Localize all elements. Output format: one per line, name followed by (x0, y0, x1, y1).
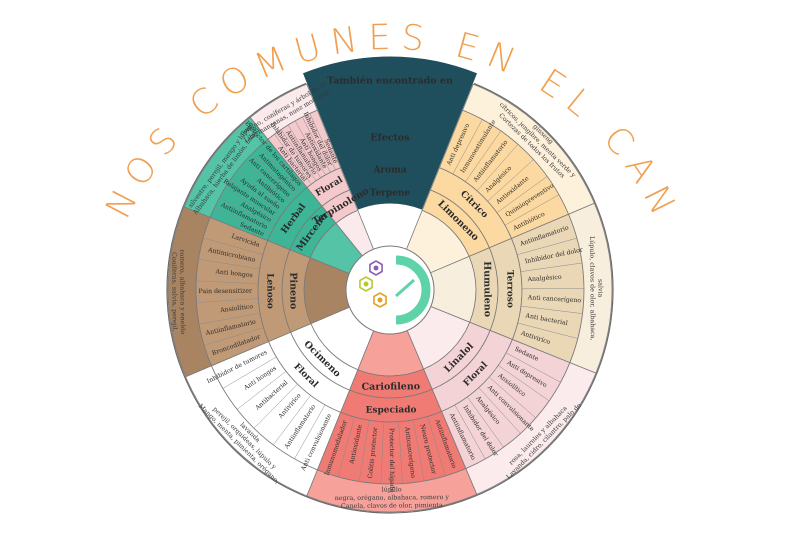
found-in-heading: También encontrado en (327, 76, 453, 87)
effect-divider (244, 161, 292, 204)
effect-divider (302, 116, 331, 173)
effect-item: Ansiolítico (219, 303, 254, 314)
effect-item: Pain desensitizer (199, 288, 253, 295)
aroma-label: Terroso (504, 270, 514, 308)
effect-divider (196, 298, 259, 303)
effect-divider (309, 113, 336, 170)
hexagon-drop-icon-glyph (377, 297, 383, 303)
terpene-sector-7 (249, 83, 375, 257)
effect-divider (274, 134, 312, 185)
terpene-sector-4 (185, 306, 375, 497)
gauge-icon (395, 255, 431, 325)
effect-divider (294, 404, 326, 459)
effect-divider (476, 144, 519, 191)
effect-divider (380, 421, 384, 484)
effect-divider (520, 262, 583, 272)
effect-divider (294, 120, 326, 175)
effect-divider (487, 159, 534, 202)
effect-divider (236, 371, 287, 410)
found-in-text: romero, albahaca y eneldo (178, 249, 186, 334)
terpene-name: Humuleno (481, 261, 492, 317)
effect-divider (198, 312, 261, 325)
effects-heading: Efectos (370, 133, 409, 144)
effect-item: Anti hongos (214, 268, 253, 279)
effect-divider (230, 178, 282, 215)
effect-divider (478, 387, 521, 434)
effect-divider (214, 207, 271, 234)
effect-divider (517, 322, 578, 339)
terpene-sector-1 (429, 202, 613, 374)
found-in-text: Lúpulo, clavos de olor, albahaca, (588, 236, 596, 340)
terpene-name: Cariofileno (362, 381, 421, 393)
effect-divider (287, 124, 321, 178)
effect-divider (504, 194, 560, 226)
found-in-text: salvia (596, 279, 603, 298)
effect-divider (280, 129, 317, 181)
effect-divider (358, 420, 370, 482)
aroma-label: Leñoso (264, 273, 275, 309)
effect-item: Protector del hígado (388, 428, 396, 493)
terpene-sector-3 (306, 329, 478, 513)
effect-divider (253, 383, 298, 429)
effect-divider (498, 365, 550, 402)
effect-item: Anti cancerígeno (527, 294, 582, 304)
aroma-heading: Aroma (372, 166, 406, 176)
found-in-text: negra, orégano, albahaca, romero y (335, 494, 450, 502)
effect-divider (517, 237, 578, 255)
effect-divider (398, 421, 403, 484)
terpene-name: Pineno (287, 272, 298, 309)
center-hub (345, 245, 435, 335)
effect-divider (412, 419, 425, 482)
effect-divider (224, 187, 278, 221)
effect-divider (489, 376, 536, 419)
effect-divider (520, 305, 583, 314)
found-in-text: Coníferas, salvia, perejil, (170, 252, 178, 332)
effect-item: Analgésico (526, 274, 562, 284)
effect-divider (198, 258, 260, 270)
effect-divider (454, 404, 486, 460)
effect-divider (237, 170, 287, 209)
found-in-text: Canela, clavos de olor, pimienta (341, 502, 443, 510)
gauge-needle (395, 278, 415, 298)
effect-divider (196, 280, 259, 284)
effect-divider (251, 153, 297, 198)
effect-divider (521, 288, 584, 290)
effect-divider (427, 416, 446, 477)
effect-divider (222, 356, 277, 389)
terpene-sector-2 (406, 305, 597, 495)
effect-divider (337, 417, 355, 477)
effect-divider (203, 237, 263, 255)
found-in-text: lúpulo (382, 486, 402, 493)
effect-divider (452, 119, 483, 175)
effect-divider (465, 130, 502, 182)
terpene-sector-6 (183, 116, 363, 275)
terpene-heading: Terpene (370, 189, 411, 199)
effect-divider (219, 197, 275, 228)
effect-divider (496, 176, 548, 213)
hexagon-flower-icon-glyph (363, 281, 369, 287)
hexagon-leaf-icon-glyph (373, 265, 379, 271)
aroma-label: Especiado (366, 405, 417, 415)
header-sector (301, 55, 479, 211)
found-in-band (249, 83, 318, 140)
effect-divider (203, 327, 264, 346)
effect-divider (273, 395, 311, 446)
effect-divider (467, 396, 504, 448)
effect-divider (505, 352, 561, 383)
effect-divider (259, 146, 302, 193)
